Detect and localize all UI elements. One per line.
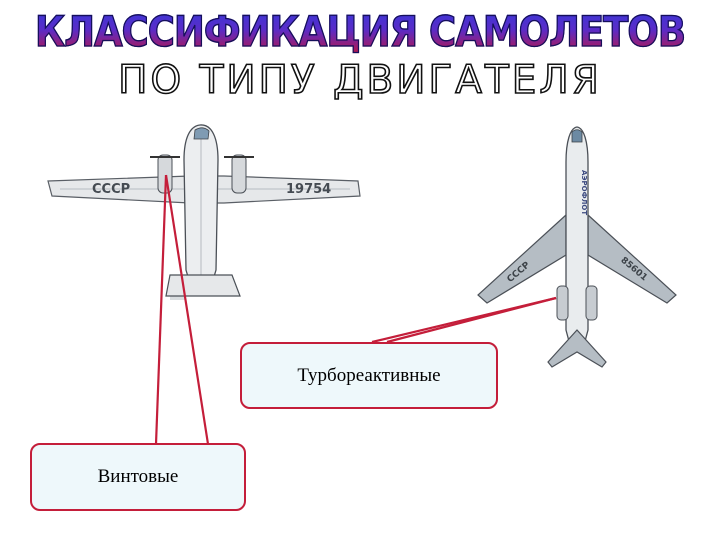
slide-subtitle: ПО ТИПУ ДВИГАТЕЛЯ: [117, 57, 602, 104]
turbojet-label-box: Турбореактивные: [240, 342, 498, 409]
propeller-plane-right-marking: 19754: [286, 182, 331, 197]
propeller-label: Винтовые: [97, 466, 179, 487]
propeller-label-box: Винтовые: [30, 443, 246, 511]
propeller-plane-left-marking: СССР: [92, 182, 130, 197]
slide-title: КЛАССИФИКАЦИЯ САМОЛЕТОВ: [0, 7, 720, 57]
turbojet-label: Турбореактивные: [297, 364, 441, 386]
jet-plane-fuselage-marking: АЭРОФЛОТ: [580, 170, 588, 215]
